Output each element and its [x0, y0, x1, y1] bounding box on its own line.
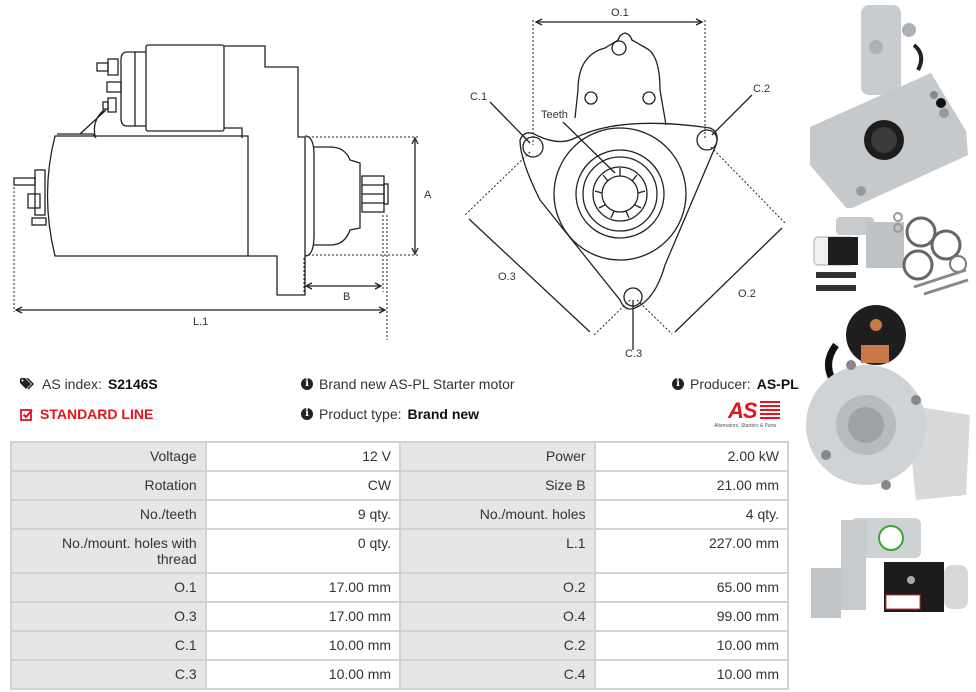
spec-key: C.1 [10, 630, 207, 661]
front-view-drawing: O.1 C.1 C.2 Teeth C.3 O.3 O.2 [463, 7, 787, 360]
spec-value: 12 V [204, 441, 402, 472]
dim-l1-label: L.1 [193, 316, 208, 328]
spec-key: O.1 [10, 572, 207, 603]
spec-value: 65.00 mm [593, 572, 790, 603]
spec-value: 17.00 mm [204, 601, 402, 632]
solenoid-body [145, 44, 225, 132]
dim-o1-label: O.1 [611, 7, 629, 19]
hole-c2 [696, 129, 718, 151]
drive-nose [314, 146, 361, 246]
spec-key: C.4 [399, 659, 596, 690]
spec-value: 9 qty. [204, 499, 402, 530]
producer: i Producer: AS-PL [672, 376, 799, 392]
spec-value: 10.00 mm [593, 630, 790, 661]
top-mount-lug [574, 32, 667, 126]
spec-value: 10.00 mm [593, 659, 790, 690]
pinion-teeth [594, 168, 646, 219]
product-type-label: Product type: [319, 406, 402, 422]
as-index-label: AS index: [42, 376, 102, 392]
starter-photo-kit[interactable] [806, 212, 970, 297]
product-type: i Product type: Brand new [301, 406, 479, 422]
solenoid-cap [120, 51, 146, 127]
as-index-value: S2146S [107, 376, 158, 392]
standard-line-badge: STANDARD LINE [20, 406, 153, 422]
standard-line-label: STANDARD LINE [40, 406, 154, 422]
starter-photo-side[interactable] [806, 510, 970, 622]
drive-housing [224, 45, 306, 296]
spec-value: 10.00 mm [204, 630, 402, 661]
dim-c2-label: C.2 [753, 83, 770, 95]
spec-key: No./teeth [10, 499, 207, 530]
product-type-value: Brand new [407, 406, 480, 422]
dim-c1-label: C.1 [470, 91, 487, 103]
dim-o3-label: O.3 [498, 271, 516, 283]
product-description: i Brand new AS-PL Starter motor [301, 376, 515, 392]
dim-b-label: B [343, 291, 350, 303]
spec-key: O.2 [399, 572, 596, 603]
teeth-label: Teeth [541, 109, 568, 121]
spec-key: Power [399, 441, 596, 472]
info-circle-icon: i [301, 378, 313, 390]
info-circle-icon: i [672, 378, 684, 390]
logo-tagline: Alternators, Starters & Parts [714, 423, 777, 429]
starter-photo-rear[interactable] [806, 305, 970, 505]
logo-text: AS [728, 398, 758, 423]
description-text: Brand new AS-PL Starter motor [319, 376, 515, 392]
starter-photo-front-plate[interactable] [806, 5, 970, 210]
producer-value: AS-PL [756, 376, 799, 392]
motor-body [46, 135, 249, 257]
spec-key: L.1 [399, 528, 596, 574]
spec-value: 2.00 kW [593, 441, 790, 472]
info-circle-icon: i [301, 408, 313, 420]
spec-key: O.3 [10, 601, 207, 632]
spec-key: C.2 [399, 630, 596, 661]
tags-icon [20, 377, 35, 390]
spec-value: 99.00 mm [593, 601, 790, 632]
check-square-icon [20, 408, 33, 421]
spec-value: 4 qty. [593, 499, 790, 530]
producer-label: Producer: [690, 376, 751, 392]
spec-key: No./mount. holes with thread [10, 528, 207, 574]
dim-a-label: A [424, 189, 432, 201]
as-index: AS index: S2146S [20, 376, 158, 392]
spec-value: 17.00 mm [204, 572, 402, 603]
spec-value: 21.00 mm [593, 470, 790, 501]
spec-key: Size B [399, 470, 596, 501]
dim-c3-label: C.3 [625, 348, 642, 360]
spec-key: Voltage [10, 441, 207, 472]
spec-key: No./mount. holes [399, 499, 596, 530]
as-pl-logo: AS Alternators, Starters & Parts [712, 398, 792, 432]
dim-o2-label: O.2 [738, 288, 756, 300]
spec-value: 227.00 mm [593, 528, 790, 574]
side-view-drawing: A B L.1 [13, 44, 432, 340]
spec-key: O.4 [399, 601, 596, 632]
spec-key: C.3 [10, 659, 207, 690]
spec-key: Rotation [10, 470, 207, 501]
spec-value: CW [204, 470, 402, 501]
spec-value: 10.00 mm [204, 659, 402, 690]
spec-value: 0 qty. [204, 528, 402, 574]
mount-flange [519, 122, 718, 310]
